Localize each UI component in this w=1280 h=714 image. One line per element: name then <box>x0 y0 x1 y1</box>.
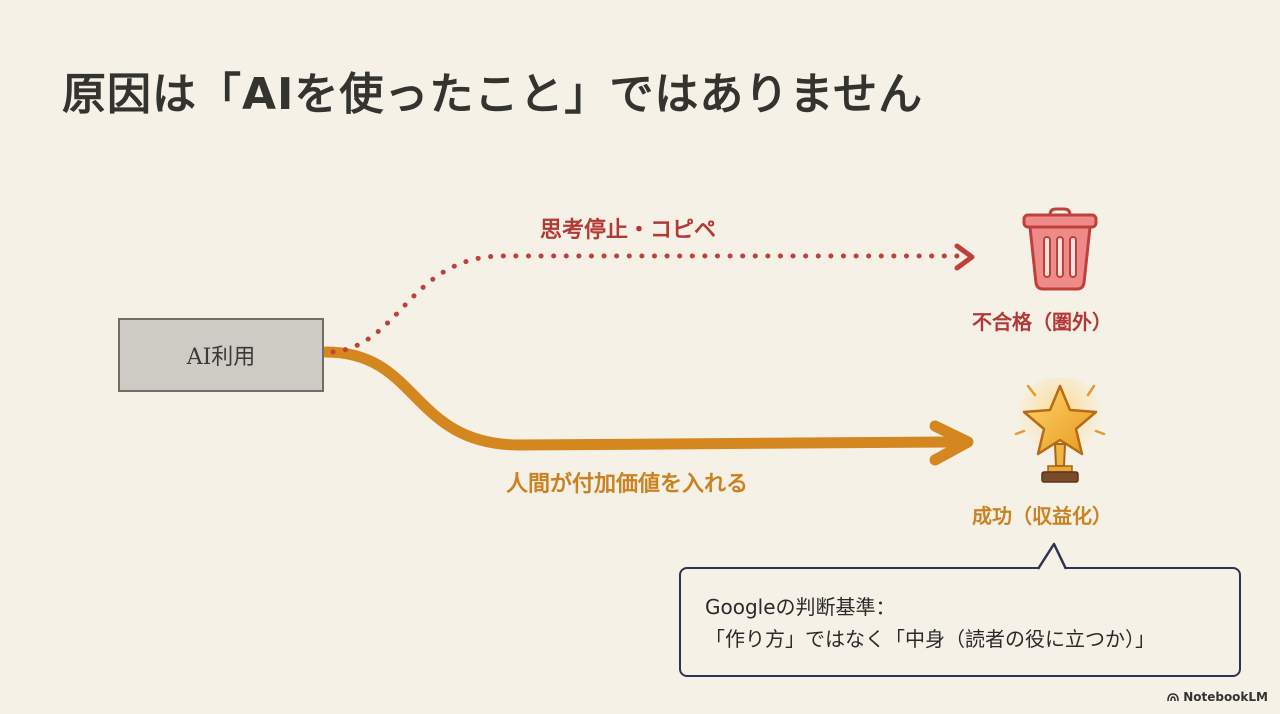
trash-can-icon <box>1020 205 1100 295</box>
branding-label: NotebookLM <box>1183 690 1268 704</box>
success-path-label: 人間が付加価値を入れる <box>506 472 749 497</box>
failure-outcome-label: 不合格（圏外） <box>972 310 1112 334</box>
star-trophy-icon <box>1008 376 1112 490</box>
callout-pointer <box>1036 542 1068 571</box>
notebooklm-branding: NotebookLM <box>1167 690 1268 704</box>
failure-path-line <box>330 253 961 355</box>
slide-title: 原因は「AIを使ったこと」ではありません <box>62 69 924 120</box>
success-path-line <box>320 346 956 451</box>
callout-line-2: 「作り方」ではなく「中身（読者の役に立つか）」 <box>705 627 1155 651</box>
callout-line-1: Googleの判断基準： <box>705 595 896 619</box>
success-outcome-label: 成功（収益化） <box>972 504 1112 528</box>
ai-usage-node: AI利用 <box>118 318 324 392</box>
success-arrowhead-icon <box>929 420 974 466</box>
failure-arrowhead-icon <box>954 243 975 271</box>
notebooklm-logo-icon <box>1167 693 1179 702</box>
google-criteria-callout: Googleの判断基準： 「作り方」ではなく「中身（読者の役に立つか）」 <box>679 567 1241 677</box>
failure-path-label: 思考停止・コピペ <box>540 218 717 243</box>
ai-usage-label: AI利用 <box>186 345 256 370</box>
